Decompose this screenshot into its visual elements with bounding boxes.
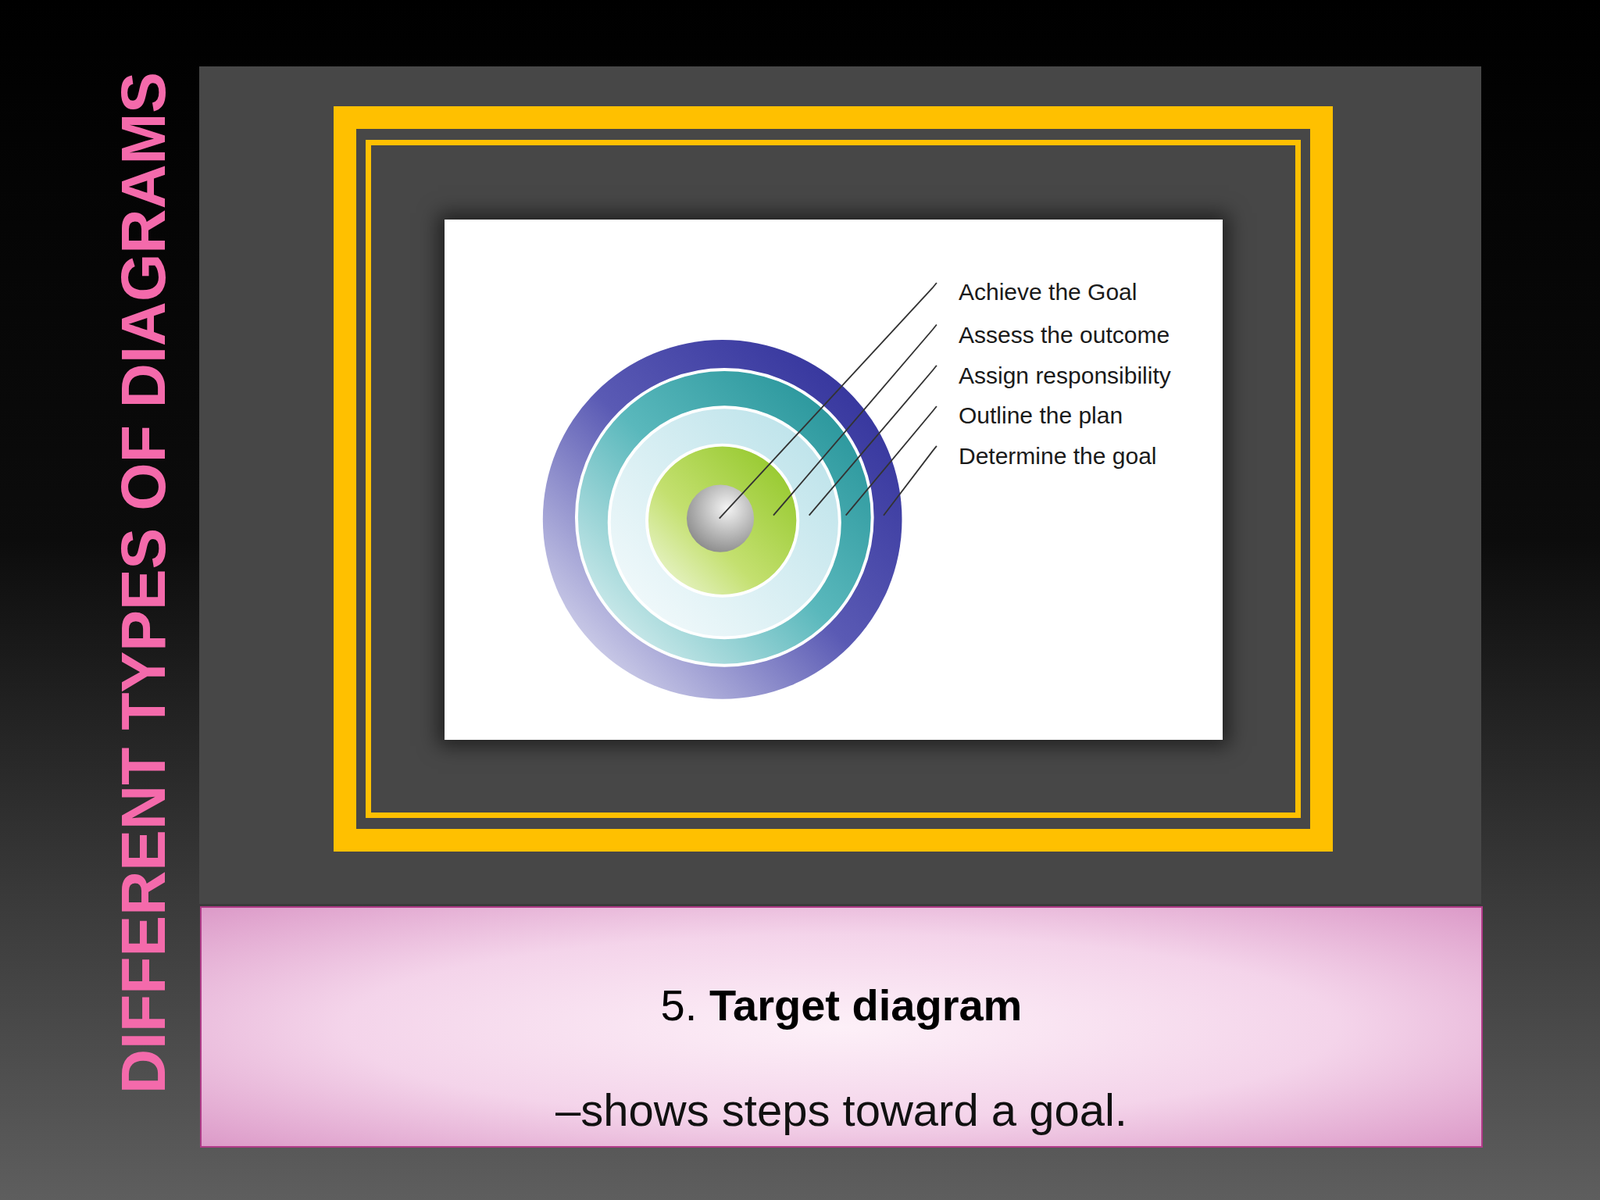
teal-ring: [576, 369, 873, 666]
leader-label: Outline the plan: [958, 401, 1123, 430]
bullseye: [686, 485, 754, 553]
leader-line: [846, 406, 937, 516]
leader-label: Assess the outcome: [958, 321, 1170, 350]
outer-ring: [542, 339, 903, 700]
leader-label: Determine the goal: [958, 442, 1157, 471]
leader-line: [773, 325, 937, 516]
green-ring: [646, 445, 798, 597]
leader-line: [719, 282, 937, 519]
leader-label: Achieve the Goal: [958, 278, 1137, 307]
leader-line: [883, 446, 937, 516]
leader-line: [809, 365, 937, 516]
light-ring: [609, 407, 840, 638]
picture-area: Achieve the GoalAssess the outcomeAssign…: [444, 219, 1223, 740]
caption-heading-line: 5.Target diagram: [201, 979, 1482, 1031]
caption-box: 5.Target diagram –shows steps toward a go…: [200, 906, 1483, 1148]
diagram-type-name: Target diagram: [709, 980, 1022, 1030]
leader-label: Assign responsibility: [958, 361, 1172, 390]
caption-text: –shows steps toward a goal.: [201, 1083, 1482, 1136]
item-number: 5.: [660, 980, 698, 1030]
slide-title: DIFFERENT TYPES OF DIAGRAMS: [112, 71, 175, 1094]
